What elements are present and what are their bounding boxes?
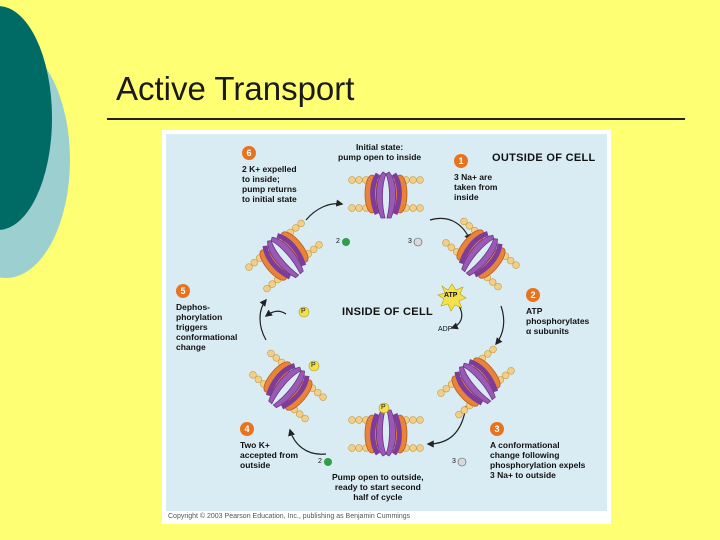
side-decoration (0, 6, 70, 278)
pump-cycle-diagram (166, 134, 607, 467)
phosphate-label: P (301, 308, 306, 315)
step-5-text: Dephos- phorylation triggers conformatio… (176, 302, 238, 352)
copyright-notice: Copyright © 2003 Pearson Education, Inc.… (168, 513, 411, 520)
atp-burst (437, 283, 467, 312)
step-6-number: 6 (242, 146, 256, 160)
sodium-ion (413, 237, 423, 247)
pump-step-3 (433, 341, 520, 424)
arrow-6-to-1 (305, 199, 344, 221)
sodium-ion (457, 457, 467, 467)
arrow-2-to-3 (495, 305, 505, 346)
pump-step-4 (244, 345, 331, 428)
pump-step-1 (437, 213, 524, 296)
phosphate-release-arrow (264, 309, 287, 317)
ion-count-label: 3 (452, 458, 456, 465)
step-4-text: Two K+ accepted from outside (240, 440, 299, 470)
phosphate-marker (378, 402, 390, 414)
title-divider (107, 118, 685, 120)
phosphate-marker (308, 360, 320, 372)
step-1-text: 3 Na+ are taken from inside (454, 172, 498, 202)
step-4-number: 4 (240, 422, 254, 436)
slide-title: Active Transport (116, 70, 355, 107)
figure-panel: OUTSIDE OF CELL INSIDE OF CELL ATP ADP P… (166, 134, 607, 511)
ion-count-label: 2 (336, 238, 340, 245)
ion-count-label: 3 (408, 238, 412, 245)
step-6-text: 2 K+ expelled to inside; pump returns to… (242, 164, 297, 204)
potassium-ion (342, 238, 350, 246)
dark-circle-decoration (0, 6, 52, 230)
step-2-text: ATP phosphorylates α subunits (526, 306, 590, 336)
step-1-number: 1 (454, 154, 468, 168)
sodium-potassium-pump-figure: OUTSIDE OF CELL INSIDE OF CELL ATP ADP P… (162, 130, 611, 524)
phosphate-marker (298, 306, 310, 318)
phosphate-label: P (311, 362, 316, 369)
pump-open-outside-label: Pump open to outside, ready to start sec… (332, 472, 424, 502)
arrow-5-to-6 (259, 298, 267, 341)
pump-step-6 (241, 215, 328, 298)
potassium-ion (324, 458, 332, 466)
step-2-number: 2 (526, 288, 540, 302)
adp-label: ADP (438, 326, 453, 333)
pump-initial-state (349, 172, 424, 218)
arrow-4-to-5 (288, 428, 327, 455)
ion-count-label: 2 (318, 458, 322, 465)
outside-of-cell-label: OUTSIDE OF CELL (492, 152, 596, 164)
step-5-number: 5 (176, 284, 190, 298)
ion-markers (324, 237, 467, 467)
inside-of-cell-label: INSIDE OF CELL (342, 306, 433, 318)
step-3-text: A conformational change following phosph… (490, 440, 586, 480)
phosphate-label: P (381, 404, 386, 411)
step-3-number: 3 (490, 422, 504, 436)
initial-state-label: Initial state: pump open to inside (338, 142, 422, 162)
pump-open-outside (349, 410, 424, 456)
atp-label: ATP (444, 292, 458, 299)
